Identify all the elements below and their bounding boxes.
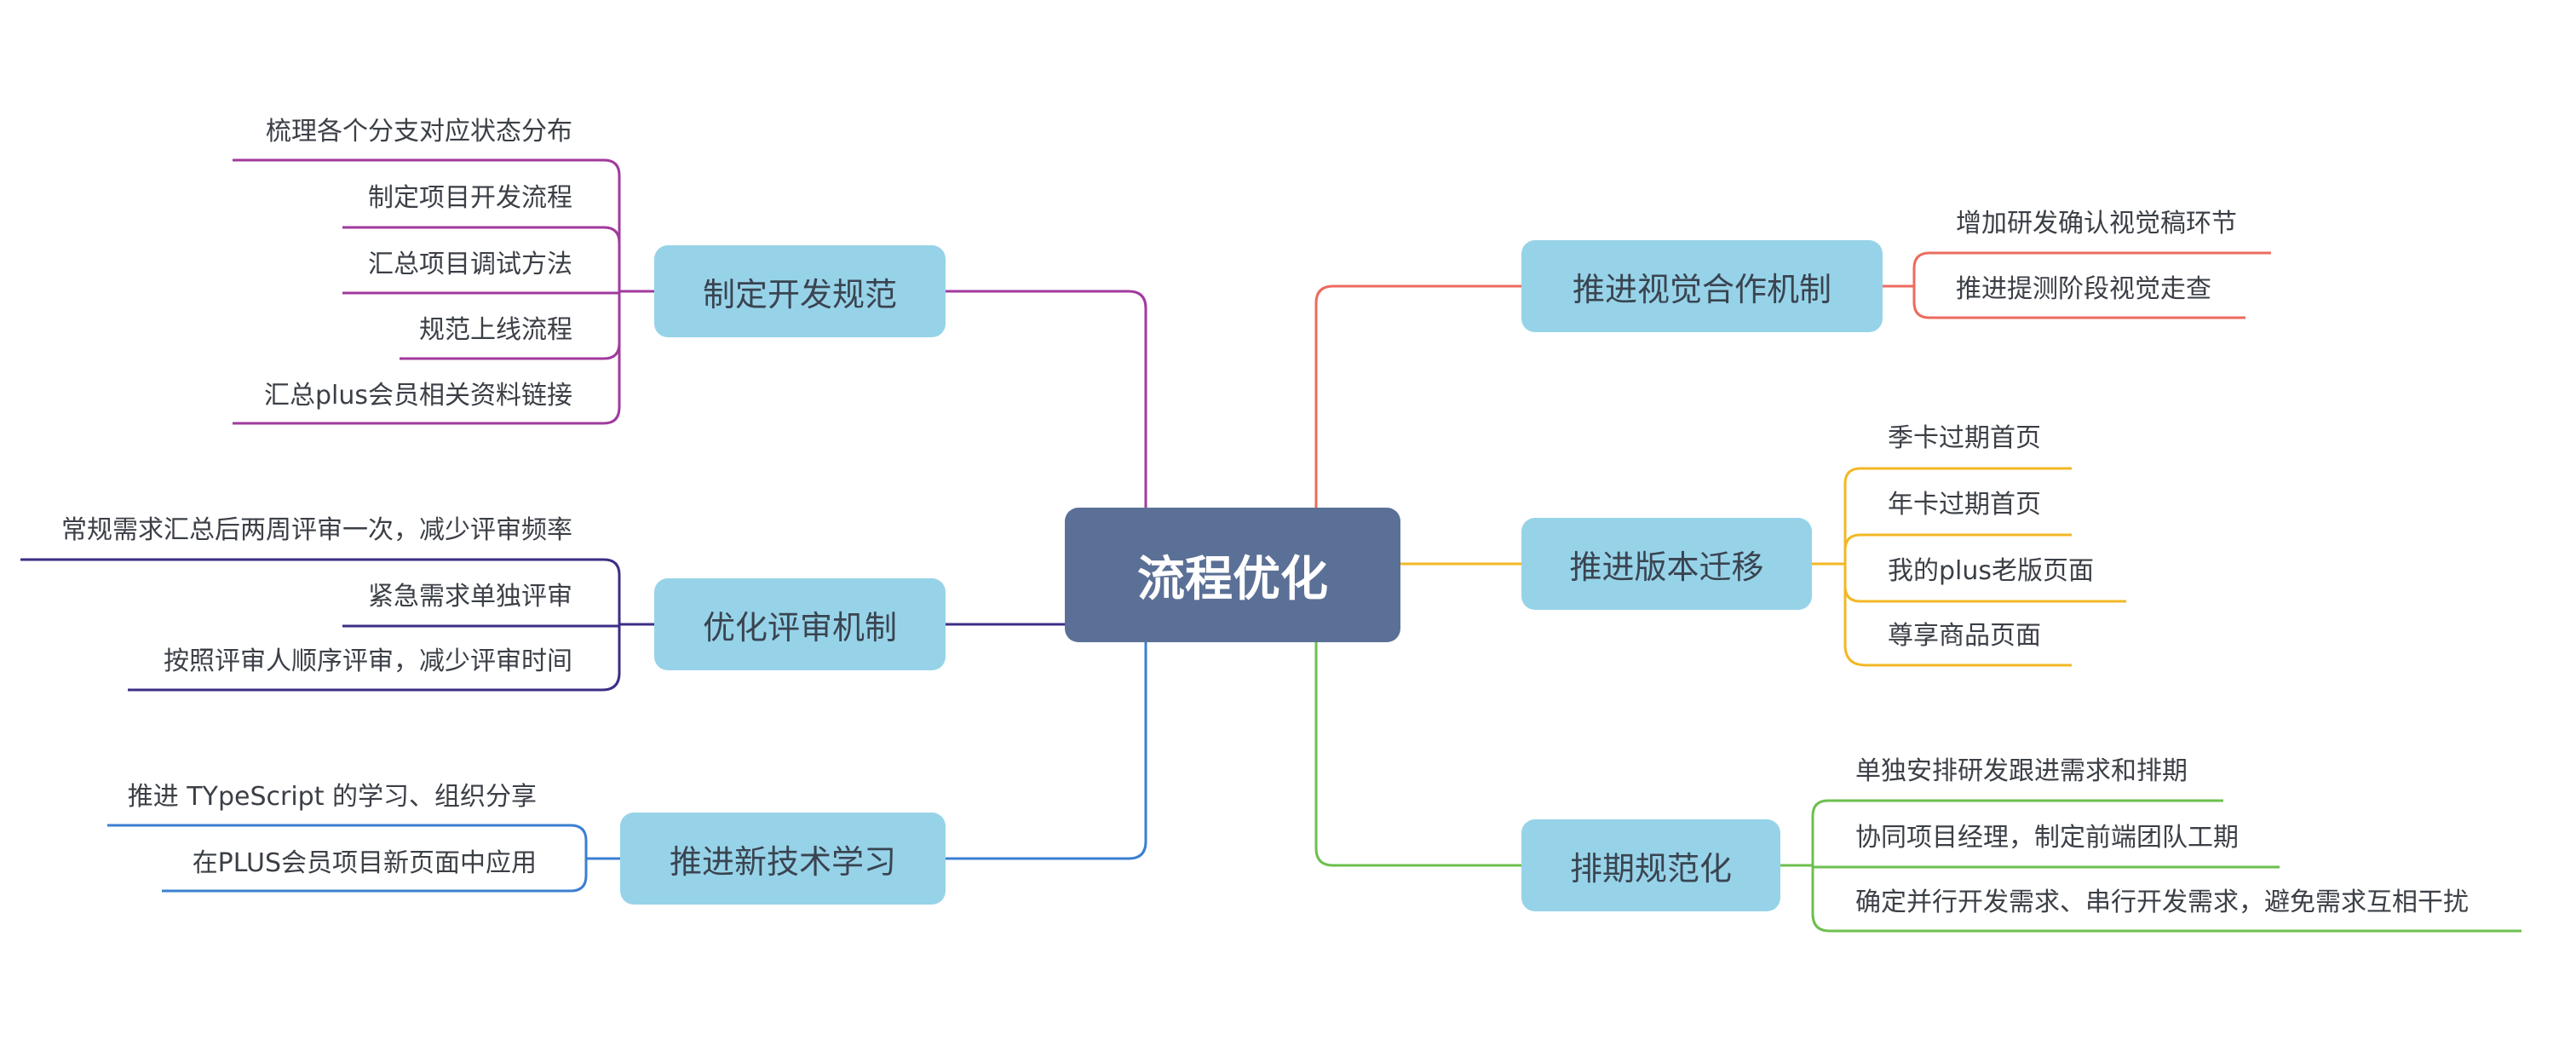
connector-group-review <box>20 558 654 692</box>
leaf-visual-2[interactable]: 推进提测阶段视觉走查 <box>1956 274 2211 304</box>
leaf-visual-1[interactable]: 增加研发确认视觉稿环节 <box>1956 209 2237 238</box>
leaf-migration-3[interactable]: 我的plus老版页面 <box>1888 556 2095 586</box>
leaf-schedule-1[interactable]: 单独安排研发跟进需求和排期 <box>1855 756 2188 786</box>
leaf-tech-learning-1[interactable]: 推进 TYpeScript 的学习、组织分享 <box>127 782 537 812</box>
leaf-migration-2[interactable]: 年卡过期首页 <box>1888 490 2041 520</box>
connector-group-schedule <box>1780 799 2521 933</box>
connector-root-tech-learning <box>941 642 1147 860</box>
connector-group-dev-standard <box>233 158 654 425</box>
branch-review[interactable]: 优化评审机制 <box>654 578 946 670</box>
leaf-review-2[interactable]: 紧急需求单独评审 <box>368 582 572 612</box>
leaf-dev-standard-3[interactable]: 汇总项目调试方法 <box>368 250 572 279</box>
connector-group-tech-learning <box>107 824 620 893</box>
connector-root-dev-standard <box>941 290 1147 508</box>
leaf-dev-standard-4[interactable]: 规范上线流程 <box>419 315 572 345</box>
leaf-tech-learning-2[interactable]: 在PLUS会员项目新页面中应用 <box>192 848 537 878</box>
leaf-review-3[interactable]: 按照评审人顺序评审，减少评审时间 <box>164 646 572 676</box>
leaf-dev-standard-1[interactable]: 梳理各个分支对应状态分布 <box>266 117 572 146</box>
connector-group-migration <box>1812 467 2126 667</box>
leaf-schedule-2[interactable]: 协同项目经理，制定前端团队工期 <box>1855 823 2239 853</box>
branch-migration[interactable]: 推进版本迁移 <box>1521 518 1812 610</box>
leaf-migration-1[interactable]: 季卡过期首页 <box>1888 423 2041 453</box>
branch-tech-learning[interactable]: 推进新技术学习 <box>620 813 946 905</box>
leaf-dev-standard-5[interactable]: 汇总plus会员相关资料链接 <box>263 381 572 411</box>
connector-root-schedule <box>1314 642 1521 867</box>
root-topic[interactable]: 流程优化 <box>1065 508 1400 642</box>
connector-group-visual <box>1883 251 2271 319</box>
branch-schedule[interactable]: 排期规范化 <box>1521 819 1780 911</box>
leaf-review-1[interactable]: 常规需求汇总后两周评审一次，减少评审频率 <box>61 515 572 545</box>
branch-dev-standard[interactable]: 制定开发规范 <box>654 245 946 337</box>
branch-visual[interactable]: 推进视觉合作机制 <box>1521 240 1883 332</box>
leaf-dev-standard-2[interactable]: 制定项目开发流程 <box>368 183 572 213</box>
connector-root-visual <box>1314 284 1521 508</box>
leaf-migration-4[interactable]: 尊享商品页面 <box>1888 621 2041 651</box>
leaf-schedule-3[interactable]: 确定并行开发需求、串行开发需求，避免需求互相干扰 <box>1855 888 2469 917</box>
